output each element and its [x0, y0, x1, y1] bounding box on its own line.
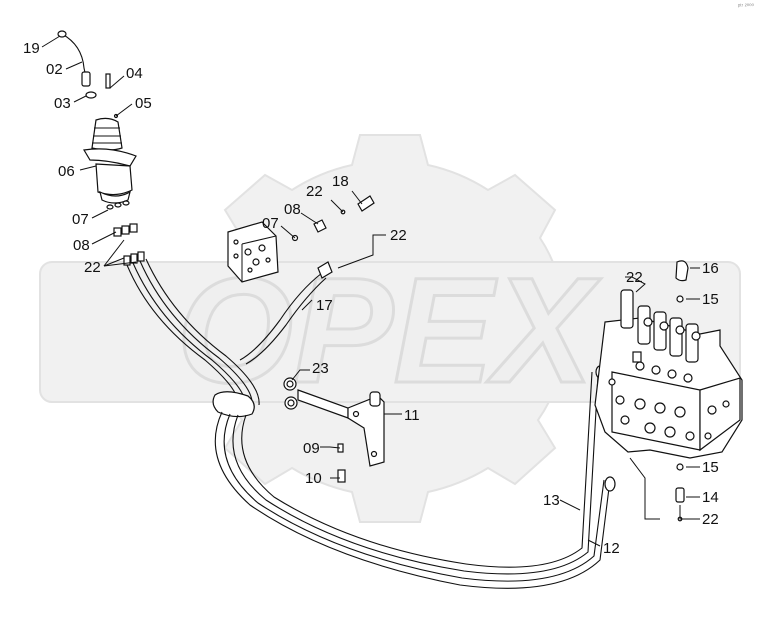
callout-11: 11	[404, 407, 420, 424]
hose-clamp	[212, 391, 255, 418]
bolt-10	[337, 469, 346, 483]
callout-08-center: 08	[284, 201, 301, 218]
fitting-08c	[129, 223, 138, 233]
cable-end-19	[57, 30, 67, 38]
hose-end-12	[604, 476, 616, 492]
handle-cable	[61, 33, 88, 83]
callout-05: 05	[135, 95, 152, 112]
callout-08-left: 08	[73, 237, 90, 254]
oring-07b	[114, 202, 122, 208]
oring-15b	[676, 463, 684, 471]
callout-09: 09	[303, 440, 320, 457]
adapter-14	[675, 487, 685, 503]
callout-15-top: 15	[702, 291, 719, 308]
callout-16: 16	[702, 260, 719, 277]
valve-fitting	[632, 351, 642, 363]
watermark-band	[39, 261, 741, 403]
spool-cap-1	[620, 289, 634, 329]
callout-03: 03	[54, 95, 71, 112]
pin-04	[105, 73, 111, 89]
corner-mark: ᵖᵗʳ ²⁰⁰⁰	[738, 3, 755, 10]
mounting-bracket	[283, 377, 385, 483]
joystick-base	[99, 190, 131, 204]
callout-13: 13	[543, 492, 560, 509]
oring-07a	[106, 204, 114, 210]
callout-22-right: 22	[702, 511, 719, 528]
pressure-valve-block	[227, 221, 279, 283]
callout-07-center: 07	[262, 215, 279, 232]
hose-end-c	[137, 251, 145, 262]
oring-07c	[122, 200, 130, 206]
callout-07-left: 07	[72, 211, 89, 228]
main-control-valve	[594, 289, 743, 459]
callout-04: 04	[126, 65, 143, 82]
rubber-boot	[91, 117, 123, 151]
callout-17: 17	[316, 297, 333, 314]
callout-06: 06	[58, 163, 75, 180]
callouts: 19 02 03 04 05 06 07 08 22 22 18 08 07 2…	[23, 40, 719, 557]
callout-22-center: 22	[390, 227, 407, 244]
fitting-08b	[121, 225, 130, 235]
callout-23: 23	[312, 360, 329, 377]
spool-cap-5	[685, 323, 699, 363]
oring-15a	[676, 295, 684, 303]
joystick-assembly	[57, 30, 145, 266]
callout-22-top: 22	[306, 183, 323, 200]
callout-22-valve: 22	[626, 269, 643, 286]
fitting-08a	[113, 227, 122, 237]
spool-cap-4	[669, 317, 683, 357]
callout-18: 18	[332, 173, 349, 190]
callout-15-bottom: 15	[702, 459, 719, 476]
washer-03	[85, 91, 97, 99]
leader-lines	[41, 35, 700, 547]
hose-end-b	[130, 253, 138, 264]
boot-flange	[83, 148, 137, 167]
callout-19: 19	[23, 40, 40, 57]
fitting-18	[357, 195, 375, 212]
plug-16	[675, 260, 689, 282]
handle-grip-02	[81, 71, 91, 87]
hose-17	[239, 261, 333, 365]
hose-17-fitting	[317, 261, 333, 279]
callout-22-left: 22	[84, 259, 101, 276]
callout-14: 14	[702, 489, 719, 506]
spool-cap-3	[653, 311, 667, 351]
callout-10: 10	[305, 470, 322, 487]
callout-02: 02	[46, 61, 63, 78]
callout-12: 12	[603, 540, 620, 557]
joystick-body	[95, 163, 133, 196]
bracket-tab	[369, 391, 381, 407]
